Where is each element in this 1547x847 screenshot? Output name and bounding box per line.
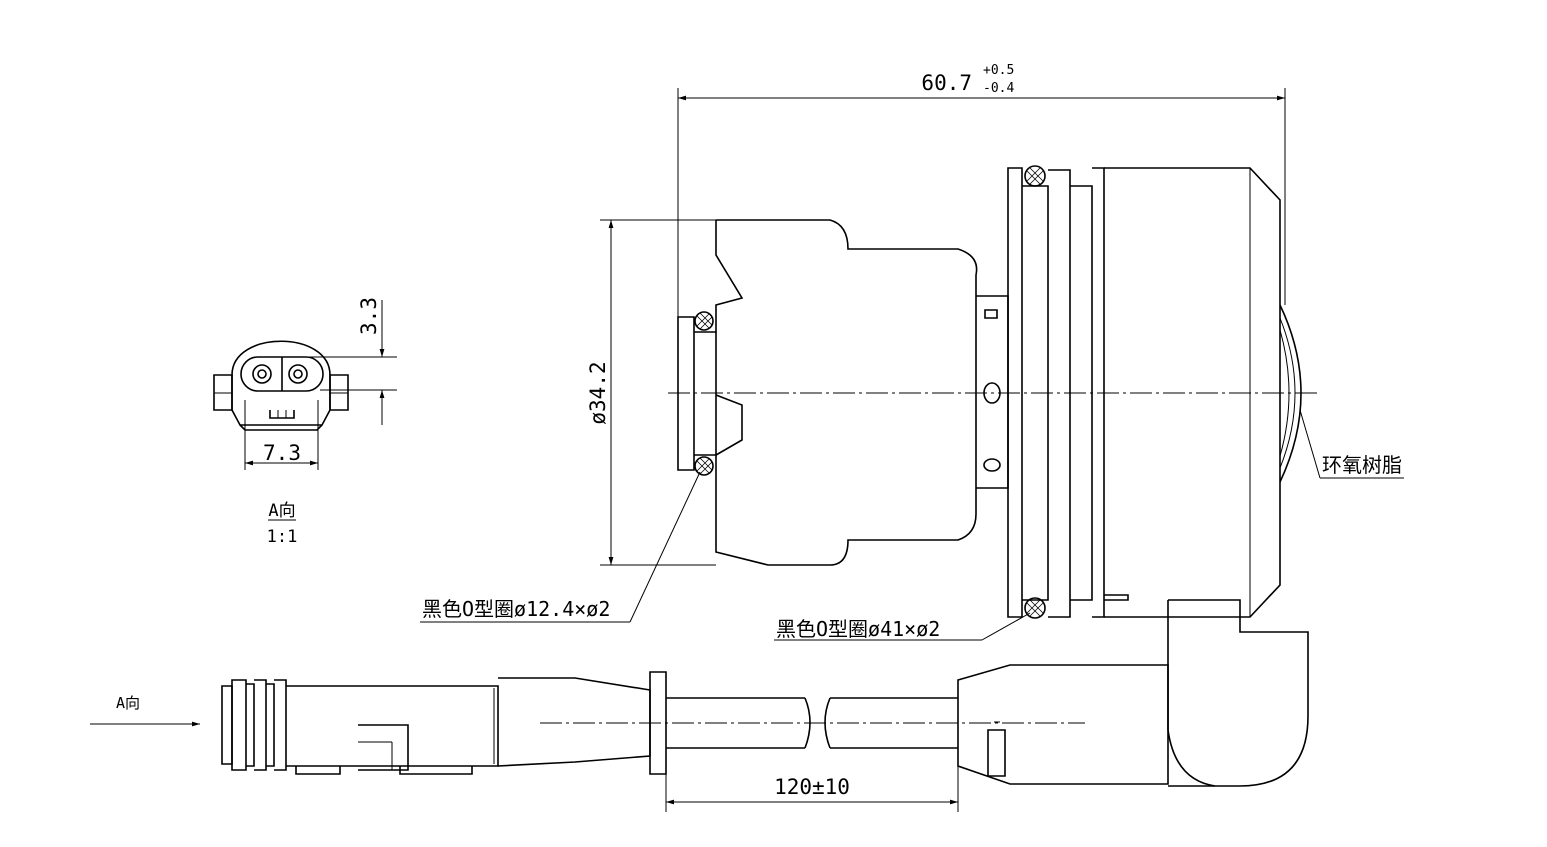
view-a-scale: 1:1 [267,527,298,547]
small-oring-callout: 黑色O型圈ø12.4×ø2 [422,597,610,621]
diameter-value: ø34.2 [586,361,610,424]
overall-length-dimension [677,88,1286,317]
view-direction-label: A向 [116,694,140,712]
connector-pitch-dim: 7.3 [263,441,301,465]
end-view-dimensions [244,300,397,470]
large-oring-callout: 黑色O型圈ø41×ø2 [776,617,940,641]
diameter-dimension [600,219,716,566]
overall-length-value: 60.7 [921,71,972,95]
connector-height-dim: 3.3 [357,297,381,335]
o-rings [694,165,1046,619]
cable-length-value: 120±10 [774,775,850,799]
cable-length-dimension [665,766,959,812]
end-view-a [213,340,349,431]
view-a-label: A向 [268,501,295,521]
callout-leaders [420,409,1404,641]
cable-assembly [221,599,1309,787]
epoxy-callout: 环氧树脂 [1322,453,1402,477]
overall-tol-upper: +0.5 [983,63,1014,78]
overall-tol-lower: -0.4 [983,81,1014,96]
